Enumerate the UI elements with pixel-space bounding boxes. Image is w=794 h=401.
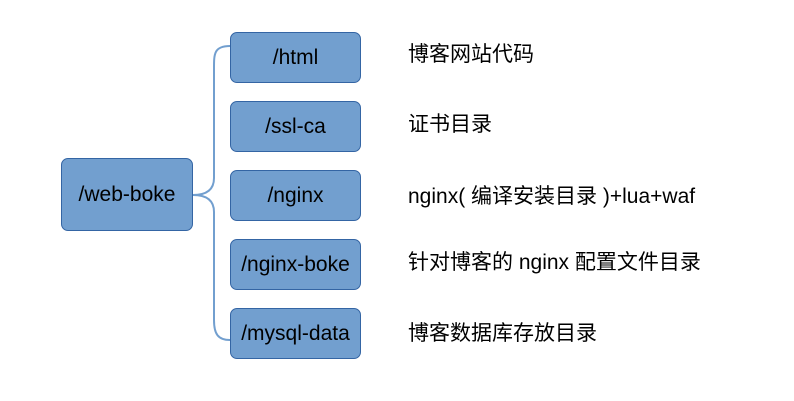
node-nginx-boke: /nginx-boke [230, 239, 361, 290]
node-label: /nginx-boke [241, 252, 350, 276]
node-label: /nginx [267, 183, 324, 207]
node-label: /ssl-ca [265, 114, 326, 138]
node-label: /mysql-data [241, 321, 350, 345]
node-html: /html [230, 32, 361, 83]
root-node-label: /web-boke [78, 182, 176, 206]
description-nginx: nginx( 编译安装目录 )+lua+waf [408, 185, 696, 208]
root-node-web-boke: /web-boke [61, 158, 193, 231]
node-mysql-data: /mysql-data [230, 308, 361, 359]
description-mysql-data: 博客数据库存放目录 [408, 322, 597, 345]
node-label: /html [272, 45, 319, 69]
node-nginx: /nginx [230, 170, 361, 221]
description-ssl-ca: 证书目录 [408, 113, 492, 136]
bracket-connector [192, 45, 231, 341]
description-html: 博客网站代码 [408, 43, 534, 66]
description-nginx-boke: 针对博客的 nginx 配置文件目录 [408, 251, 701, 274]
node-ssl-ca: /ssl-ca [230, 101, 361, 152]
